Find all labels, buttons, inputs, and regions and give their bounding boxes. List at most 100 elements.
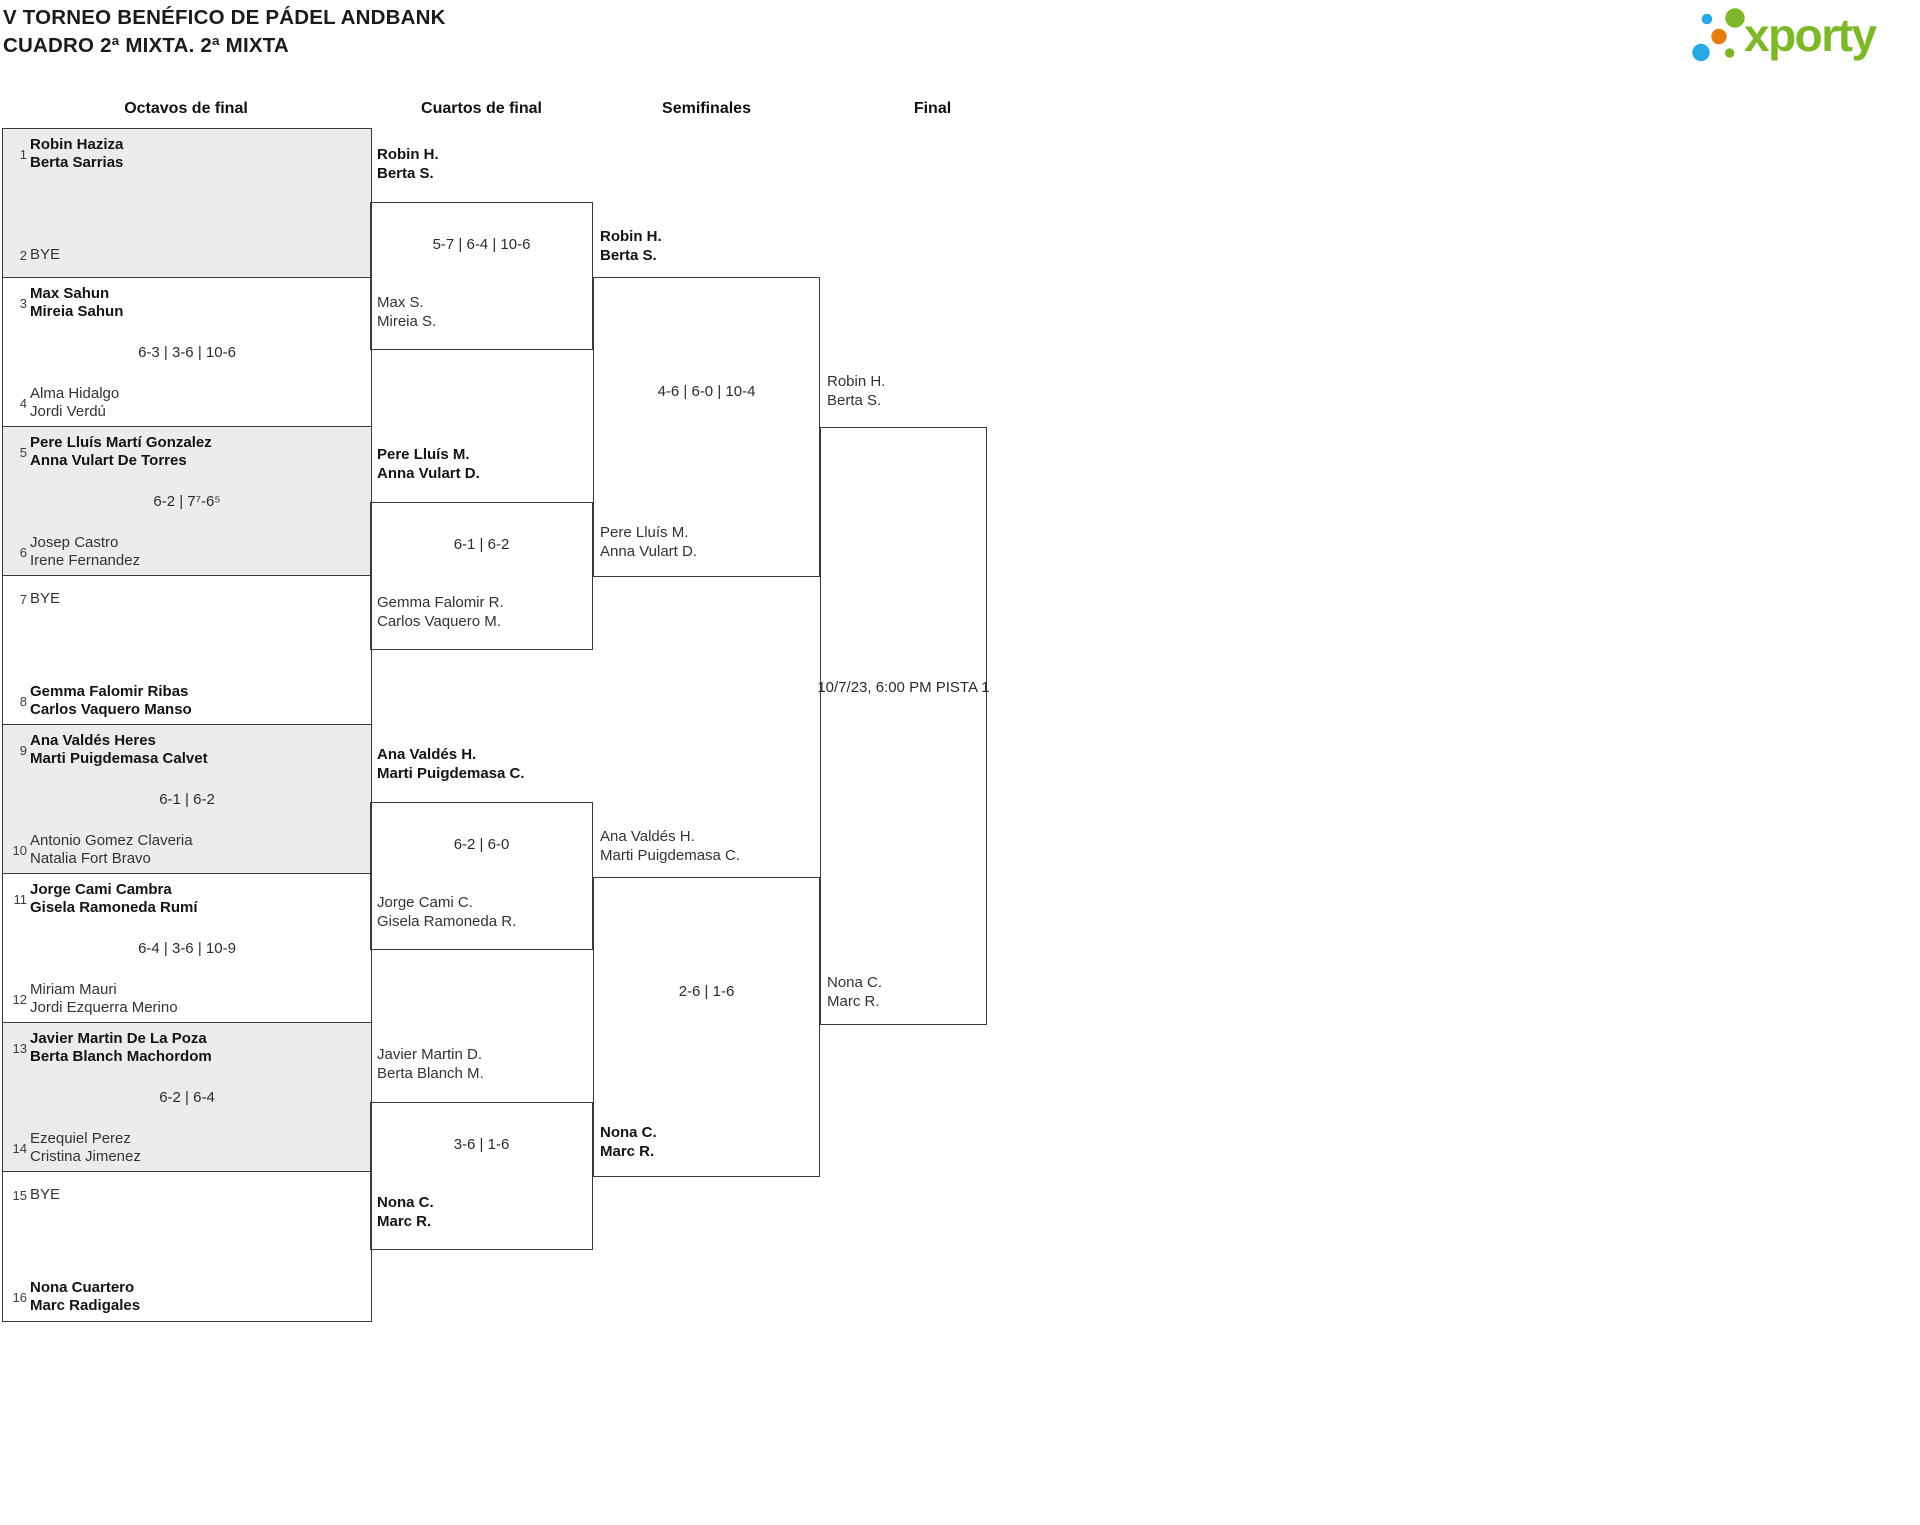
seed-number: 16	[12, 1289, 27, 1305]
qf-4-score: 3-6 | 1-6	[453, 1136, 510, 1153]
player-1: Josep Castro	[30, 534, 119, 551]
qf-3-bottom-team: Jorge Cami C. Gisela Ramoneda R.	[377, 893, 592, 931]
player-2: Mireia S.	[377, 313, 437, 330]
player-2: Anna Vulart D.	[600, 543, 697, 560]
player-1: Pere Lluís Martí Gonzalez	[30, 434, 212, 451]
xporty-logo: xporty	[1680, 4, 1918, 70]
player-1: Max S.	[377, 294, 424, 311]
final-top-team: Robin H. Berta S.	[827, 372, 987, 410]
team-slot: 7 BYE	[7, 590, 365, 608]
player-2: Berta Blanch Machordom	[30, 1048, 212, 1065]
player-1: Ezequiel Perez	[30, 1130, 131, 1147]
player-2: Berta S.	[827, 392, 882, 409]
player-1: Pere Lluís M.	[377, 446, 470, 463]
tournament-name: V TORNEO BENÉFICO DE PÁDEL ANDBANK	[3, 6, 446, 29]
player-2: Marti Puigdemasa C.	[377, 765, 525, 782]
player-1: Nona C.	[827, 974, 883, 991]
round-header-semifinales: Semifinales	[662, 100, 751, 117]
sf-1-score: 4-6 | 6-0 | 10-4	[657, 383, 756, 400]
qf-1-top-team: Robin H. Berta S.	[377, 145, 592, 183]
qf-match-1-box	[370, 202, 593, 350]
player-1: Javier Martin D.	[377, 1046, 483, 1063]
player-2: Marc Radigales	[30, 1297, 141, 1314]
seed-number: 15	[12, 1187, 27, 1203]
page-title: V TORNEO BENÉFICO DE PÁDEL ANDBANK CUADR…	[3, 4, 446, 60]
player-2: Anna Vulart D.	[377, 465, 480, 482]
player-2: Marc R.	[827, 993, 880, 1010]
player-1: BYE	[30, 246, 61, 263]
sf-match-1-box	[593, 277, 820, 577]
match-score: 6-3 | 3-6 | 10-6	[138, 344, 236, 361]
match-score: 6-2 | 7⁷-6⁵	[153, 493, 221, 510]
player-1: Jorge Cami C.	[377, 894, 473, 911]
player-1: Antonio Gomez Claveria	[30, 832, 193, 849]
qf-match-4-box	[370, 1102, 593, 1250]
seed-number: 13	[12, 1040, 27, 1056]
player-2: Irene Fernandez	[30, 552, 141, 569]
player-2: Jordi Verdú	[30, 403, 106, 420]
match-score: 6-4 | 3-6 | 10-9	[138, 940, 236, 957]
player-2: Anna Vulart De Torres	[30, 452, 187, 469]
sf-match-2-box	[593, 877, 820, 1177]
seed-number: 5	[19, 444, 27, 460]
player-1: Ana Valdés Heres	[30, 732, 156, 749]
match-score: 6-1 | 6-2	[159, 791, 215, 808]
seed-number: 1	[19, 146, 27, 162]
qf-2-bottom-team: Gemma Falomir R. Carlos Vaquero M.	[377, 593, 592, 631]
qf-2-top-team: Pere Lluís M. Anna Vulart D.	[377, 445, 592, 483]
seed-number: 10	[12, 842, 27, 858]
player-1: Ana Valdés H.	[377, 746, 477, 763]
seed-number: 7	[19, 591, 27, 607]
player-2: Gisela Ramoneda R.	[377, 913, 517, 930]
sf-1-bottom-team: Pere Lluís M. Anna Vulart D.	[600, 523, 818, 561]
seed-number: 8	[19, 693, 27, 709]
xporty-wordmark: xporty	[1744, 9, 1877, 61]
player-1: Max Sahun	[30, 285, 110, 302]
player-2: Natalia Fort Bravo	[30, 850, 151, 867]
match-score: 6-2 | 6-4	[159, 1089, 215, 1106]
qf-match-2-box	[370, 502, 593, 650]
player-2: Marti Puigdemasa C.	[600, 847, 741, 864]
player-2: Berta Blanch M.	[377, 1065, 484, 1082]
final-bottom-team: Nona C. Marc R.	[827, 973, 987, 1011]
player-1: Nona C.	[600, 1124, 657, 1141]
player-1: Nona C.	[377, 1194, 434, 1211]
seed-number: 3	[19, 295, 27, 311]
player-1: Robin H.	[827, 373, 886, 390]
seed-number: 6	[19, 544, 27, 560]
player-1: Alma Hidalgo	[30, 385, 120, 402]
player-2: Gisela Ramoneda Rumí	[30, 899, 198, 916]
team-slot: 2 BYE	[7, 246, 365, 264]
qf-3-top-team: Ana Valdés H. Marti Puigdemasa C.	[377, 745, 592, 783]
player-2: Carlos Vaquero Manso	[30, 701, 192, 718]
player-2: Jordi Ezquerra Merino	[30, 999, 178, 1016]
qf-4-bottom-team: Nona C. Marc R.	[377, 1193, 592, 1231]
qf-match-3-box	[370, 802, 593, 950]
player-2: Marti Puigdemasa Calvet	[30, 750, 208, 767]
seed-number: 9	[19, 742, 27, 758]
qf-3-score: 6-2 | 6-0	[453, 836, 510, 853]
player-1: Gemma Falomir Ribas	[30, 683, 189, 700]
player-2: Marc R.	[377, 1213, 432, 1230]
team-slot: 15 BYE	[7, 1186, 365, 1204]
round-header-cuartos: Cuartos de final	[421, 100, 542, 117]
seed-number: 2	[19, 247, 27, 263]
sf-2-score: 2-6 | 1-6	[678, 983, 735, 1000]
